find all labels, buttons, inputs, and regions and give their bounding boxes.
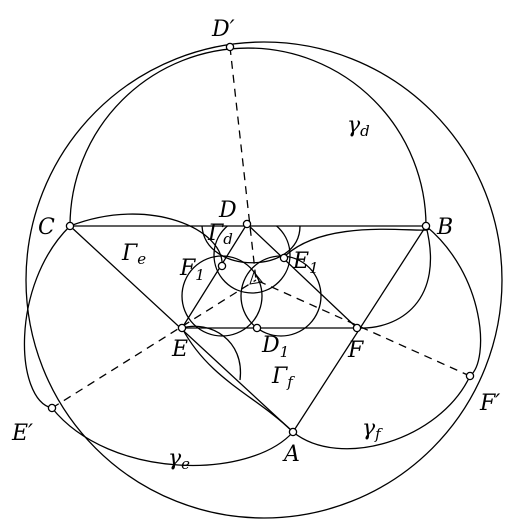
label-f1: F1 — [179, 256, 205, 284]
arc-Gamma-d — [201, 225, 301, 264]
label-b: B — [436, 215, 453, 240]
label-e-prime: E′ — [11, 421, 33, 446]
label-gamma-f: γf — [362, 416, 383, 443]
construction-lines — [23, 41, 503, 519]
center-triangle — [249, 270, 263, 285]
dashed-lines — [51, 46, 471, 409]
label-gamma-d: γd — [347, 113, 370, 140]
point-e-prime — [47, 403, 57, 413]
small-circle-top — [213, 226, 291, 294]
label-f-prime: F′ — [479, 391, 500, 416]
arc-labels: γd γe γf Γd Γe Γf — [121, 113, 383, 473]
point-d-prime — [225, 42, 235, 52]
label-Gamma-d: Γd — [207, 221, 233, 248]
point-labels: D′ C D B F1 E1 E D1 F E′ F′ A — [11, 17, 500, 467]
arc-b-lower — [356, 225, 432, 329]
label-Gamma-e: Γe — [121, 241, 146, 268]
triangle-def — [180, 222, 359, 329]
point-f1 — [217, 261, 227, 271]
arc-gamma-d — [69, 47, 427, 227]
arc-gamma-f — [292, 225, 482, 450]
label-d1: D1 — [261, 333, 289, 361]
label-c: C — [38, 215, 55, 240]
dashed-e-prime — [51, 279, 257, 409]
label-d: D — [218, 198, 237, 223]
point-markers — [47, 42, 475, 437]
point-d — [242, 219, 252, 229]
dashed-f-prime — [255, 279, 471, 377]
point-d1 — [252, 323, 262, 333]
label-gamma-e: γe — [168, 446, 190, 473]
point-f — [352, 323, 362, 333]
point-e — [177, 323, 187, 333]
outer-circle — [25, 41, 503, 519]
arc-e-lower — [181, 327, 294, 433]
point-e1 — [279, 253, 289, 263]
label-Gamma-f: Γf — [271, 364, 295, 391]
label-f: F — [347, 338, 364, 363]
point-a — [288, 427, 298, 437]
label-e1: E1 — [292, 249, 319, 277]
point-b — [421, 221, 431, 231]
dashed-d-prime — [229, 46, 257, 281]
point-c — [65, 221, 75, 231]
arc-Gamma-e — [69, 213, 223, 267]
arc-gamma-e — [23, 225, 294, 467]
label-e: E — [171, 337, 188, 362]
label-d-prime: D′ — [211, 17, 235, 42]
point-f-prime — [465, 371, 475, 381]
label-a: A — [282, 442, 300, 467]
